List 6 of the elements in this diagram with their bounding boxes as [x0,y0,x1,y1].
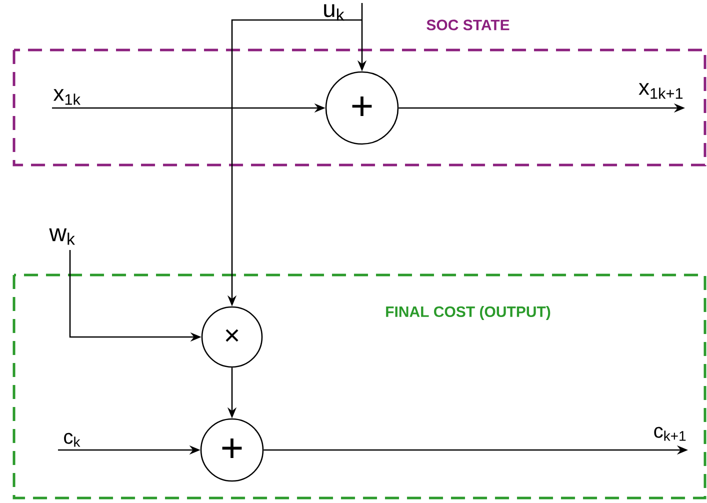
signal-label: x$_{1k}$ [53,89,80,105]
signal-label: c$_{k}$ [64,432,80,447]
signal-label: x$_{1k+1}$ [638,83,683,99]
signal-label: c$_{k+1}$ [654,426,686,441]
node-label: SOC STATE [426,20,510,30]
signal-label: w$_{k}$ [49,228,75,245]
